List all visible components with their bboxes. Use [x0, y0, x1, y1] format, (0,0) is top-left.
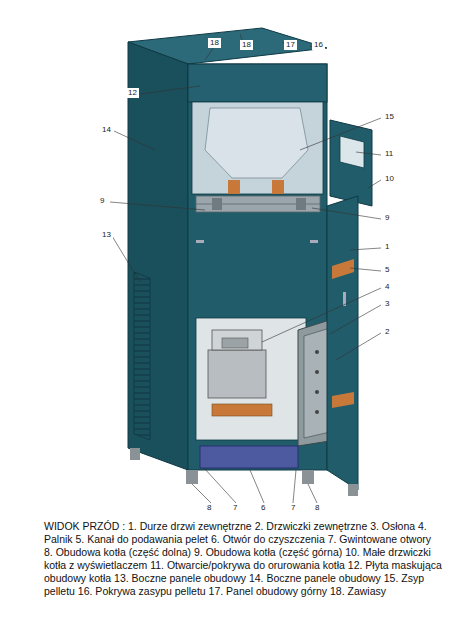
callout-number: 10	[383, 174, 396, 184]
callout-number: 18	[240, 40, 253, 50]
callout-number: 5	[383, 265, 391, 275]
callout-number: 15	[383, 112, 396, 122]
callout-number: 8	[313, 503, 321, 513]
callout-number: 12	[126, 88, 139, 98]
callout-number: 7	[289, 503, 297, 513]
callout-number: 8	[205, 503, 213, 513]
caption: WIDOK PRZÓD : 1. Durze drzwi zewnętrzne …	[44, 520, 442, 598]
callout-number: 9	[98, 196, 106, 206]
callout-number: 9	[383, 213, 391, 223]
callout-number: 18	[208, 38, 221, 48]
callout-number: 16	[312, 40, 325, 50]
callout-number: 3	[383, 299, 391, 309]
callout-number: 14	[100, 125, 113, 135]
callout-number: 1	[383, 242, 391, 252]
callout-number: 17	[284, 40, 297, 50]
callout-number: 7	[231, 503, 239, 513]
callout-number: 13	[100, 230, 113, 240]
callout-number: 4	[383, 282, 391, 292]
callout-number: 6	[259, 503, 267, 513]
callout-number: 2	[383, 327, 391, 337]
callout-number: 11	[383, 149, 395, 159]
